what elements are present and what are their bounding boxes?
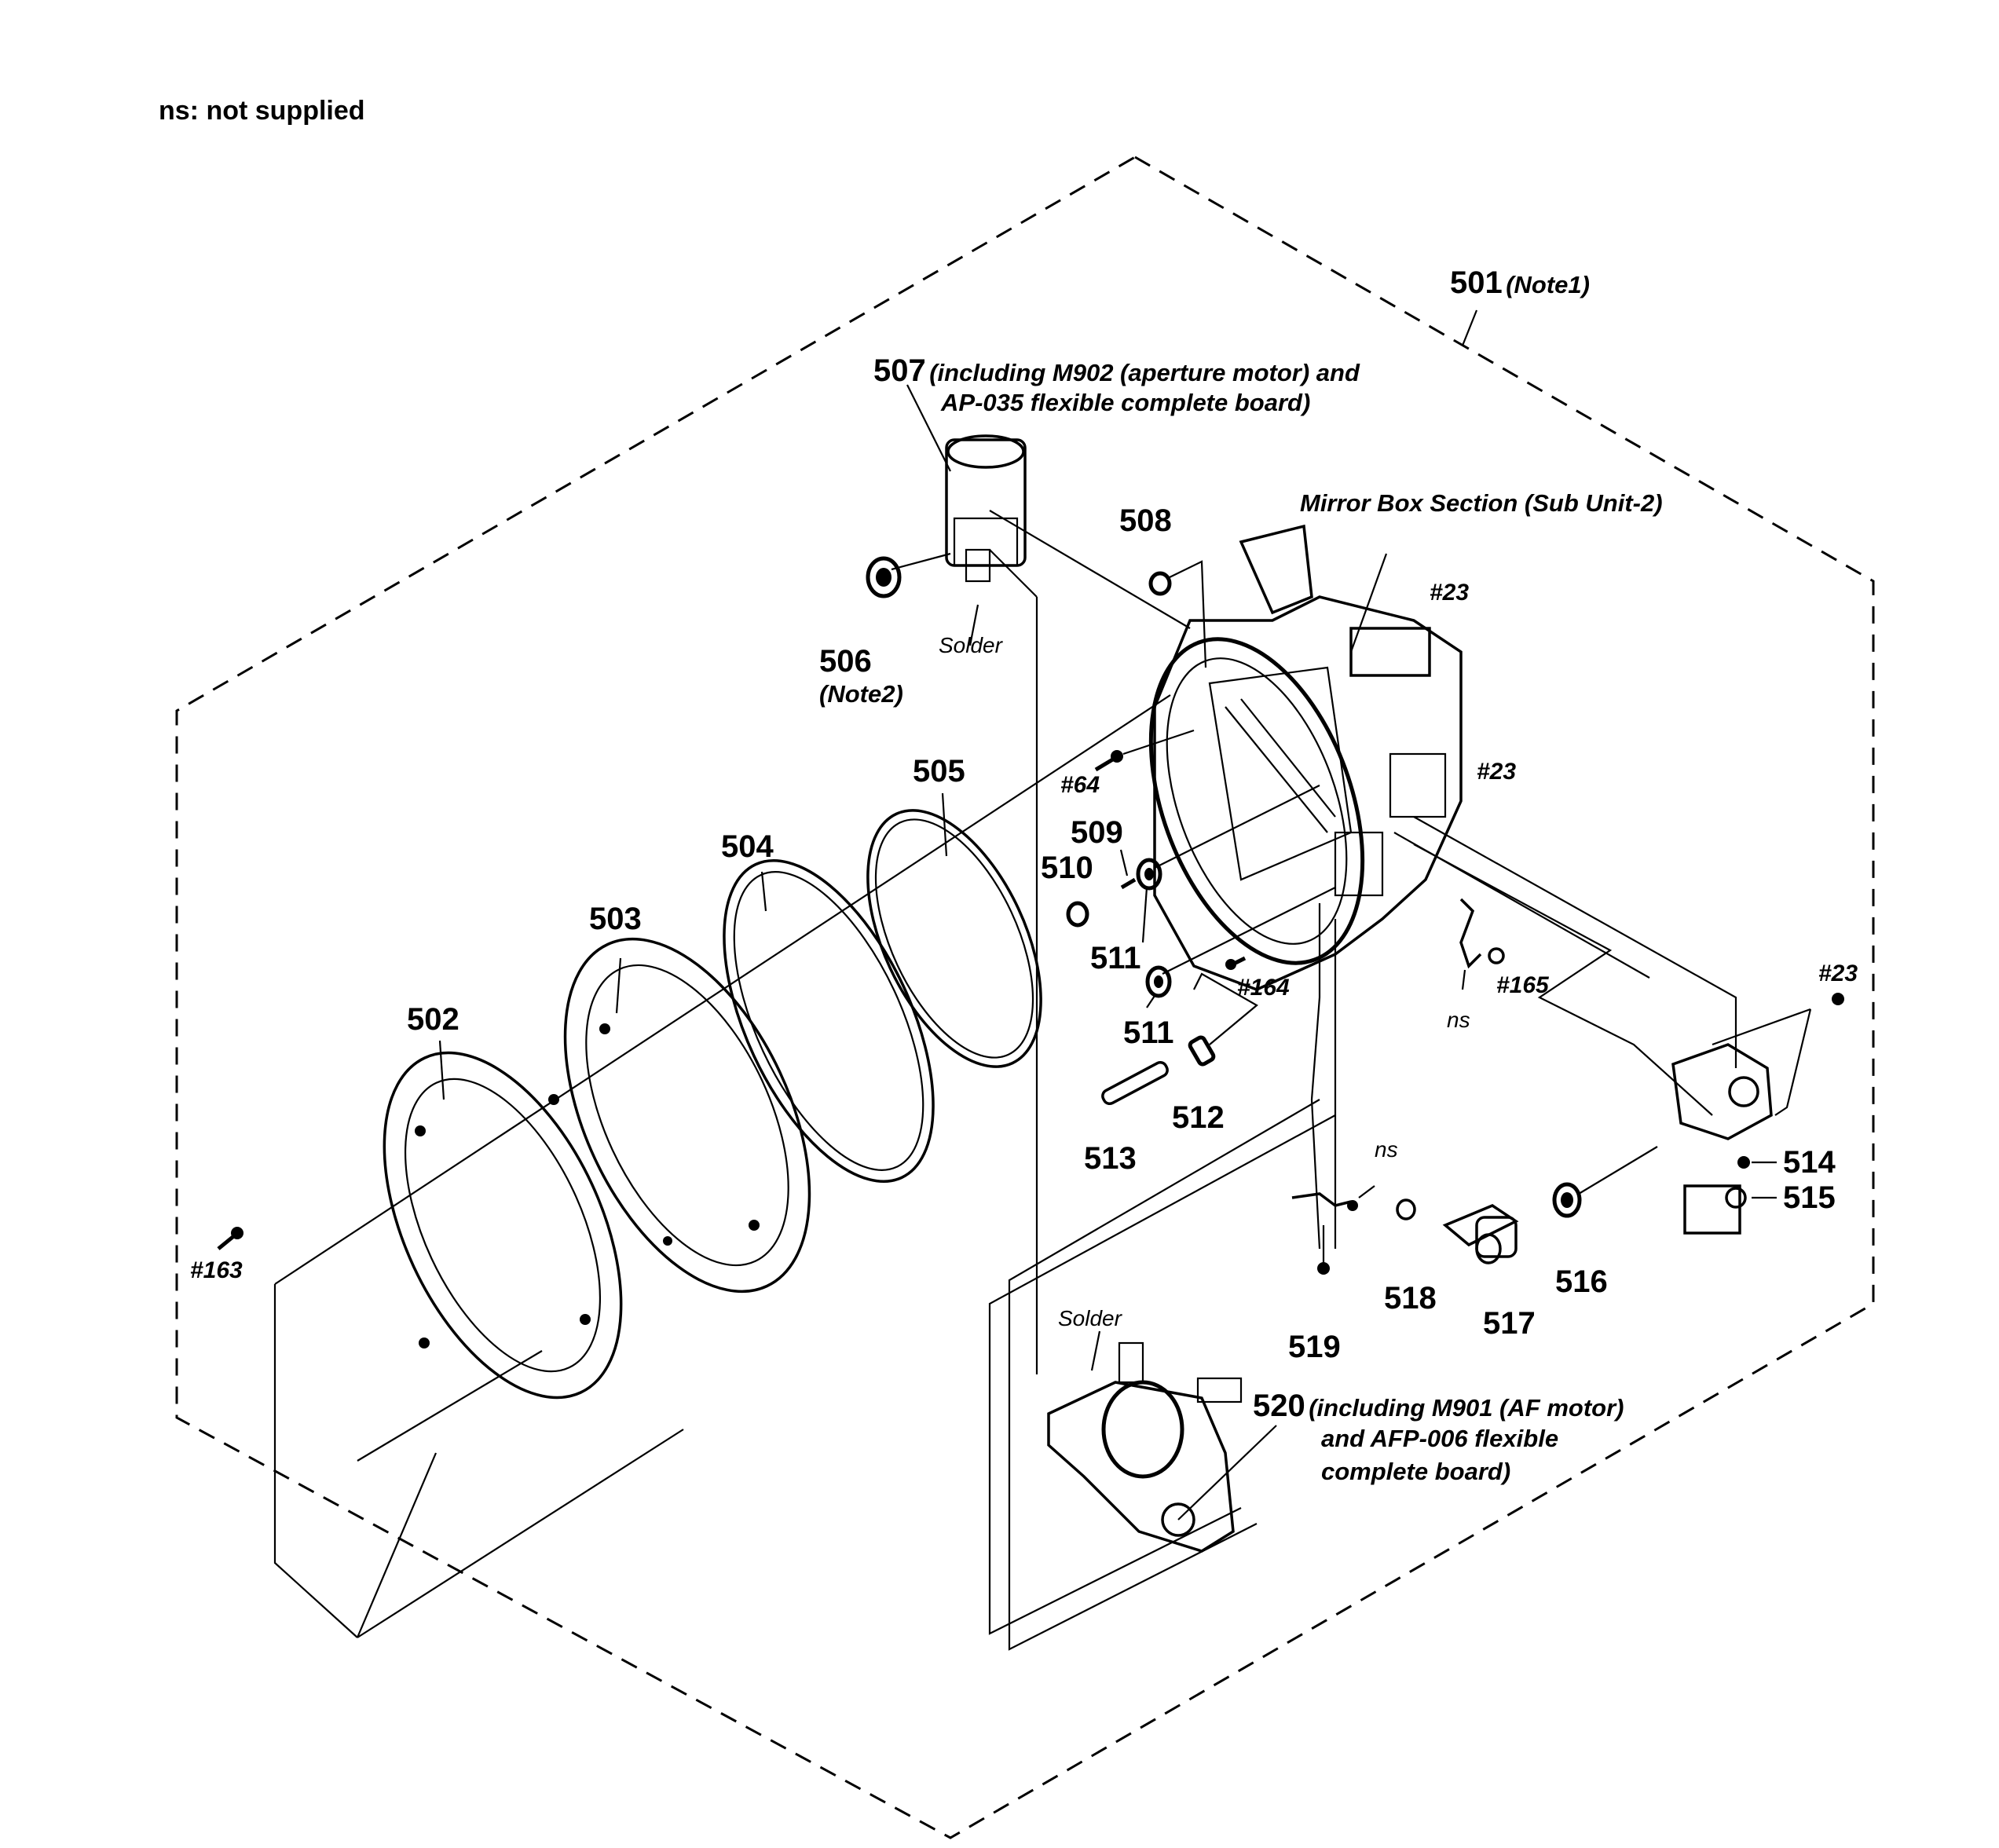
nut-510 [1066, 901, 1089, 928]
screw-label-163: #163 [190, 1257, 243, 1283]
leader-section [1349, 553, 1388, 653]
screw-label-164: #164 [1237, 975, 1290, 1001]
note-506: (Note2) [819, 680, 903, 708]
motor-517 [1442, 1204, 1519, 1264]
part-number-514: 514 [1783, 1145, 1836, 1180]
part-number-511-b: 511 [1123, 1015, 1174, 1050]
washer-508 [1148, 571, 1172, 596]
ns-label-upper: ns [1447, 1008, 1470, 1032]
part-number-509: 509 [1071, 815, 1123, 850]
screw-514 [1737, 1156, 1750, 1169]
screw-label-23-right: #23 [1818, 961, 1858, 986]
part-number-512: 512 [1172, 1100, 1225, 1135]
legend-ns-not-supplied: ns: not supplied [159, 96, 365, 126]
part-number-502: 502 [407, 1002, 459, 1037]
part-number-520: 520 [1253, 1389, 1305, 1423]
screw-165 [1488, 947, 1505, 964]
ring-502 [383, 1051, 623, 1400]
part-number-508: 508 [1119, 503, 1172, 538]
spring-512 [1188, 1035, 1216, 1067]
part-number-517: 517 [1483, 1306, 1536, 1341]
leader-501 [1461, 309, 1478, 346]
desc-520-line3: complete board) [1321, 1458, 1511, 1485]
screw-163 [217, 1227, 243, 1250]
part-number-505: 505 [913, 754, 965, 789]
screw-164 [1225, 956, 1247, 970]
shaft-513 [1101, 1060, 1169, 1106]
roller-511a [1136, 858, 1162, 891]
note-501: (Note1) [1506, 271, 1590, 298]
desc-520-line1: (including M901 (AF motor) [1309, 1394, 1624, 1422]
part-number-510: 510 [1041, 851, 1093, 885]
screw-label-165: #165 [1496, 972, 1549, 998]
pin-509 [1120, 877, 1137, 890]
af-motor-520 [1047, 1341, 1243, 1553]
roller-511b [1145, 965, 1172, 998]
ring-505 [866, 809, 1042, 1068]
part-number-504: 504 [721, 829, 774, 864]
screw-label-64: #64 [1060, 772, 1100, 798]
part-number-506: 506 [819, 644, 872, 679]
mirror-box-body [1148, 524, 1463, 991]
part-number-511-a: 511 [1090, 941, 1141, 975]
part-number-507: 507 [873, 353, 926, 388]
part-number-519: 519 [1288, 1330, 1341, 1364]
screw-label-23-top: #23 [1430, 580, 1470, 606]
lever-ns-upper [1459, 898, 1482, 969]
bracket-assembly [1671, 1043, 1773, 1235]
assembly-boundary [175, 156, 1875, 1839]
desc-507-line2: AP-035 flexible complete board) [941, 389, 1311, 416]
solder-label-bottom: Solder [1058, 1306, 1122, 1330]
ns-label-lower: ns [1375, 1137, 1398, 1162]
screw-label-23-mid: #23 [1477, 759, 1517, 785]
clip-519 [1291, 1192, 1358, 1275]
ring-503 [563, 937, 811, 1294]
label-501: 501 (Note1) [1450, 267, 1590, 298]
part-number-501: 501 [1450, 265, 1503, 300]
gear-506 [866, 556, 902, 598]
part-number-516: 516 [1555, 1264, 1608, 1299]
screw-23-right [1832, 993, 1844, 1005]
pin-518 [1396, 1198, 1416, 1220]
desc-507-line1: (including M902 (aperture motor) and [929, 359, 1360, 386]
label-520: 520 (including M901 (AF motor) [1253, 1390, 1624, 1422]
gear-516 [1552, 1182, 1582, 1218]
aperture-motor-507 [945, 434, 1027, 583]
part-number-518: 518 [1384, 1281, 1437, 1316]
label-507: 507 (including M902 (aperture motor) and [873, 355, 1360, 386]
part-number-513: 513 [1084, 1141, 1137, 1176]
solder-label-top: Solder [939, 633, 1002, 657]
part-number-503: 503 [589, 902, 642, 936]
screw-64 [1094, 750, 1123, 772]
ring-504 [723, 858, 935, 1184]
part-number-515: 515 [1783, 1180, 1836, 1215]
desc-520-line2: and AFP-006 flexible [1321, 1425, 1559, 1452]
mirror-box-section-label: Mirror Box Section (Sub Unit-2) [1300, 489, 1663, 517]
